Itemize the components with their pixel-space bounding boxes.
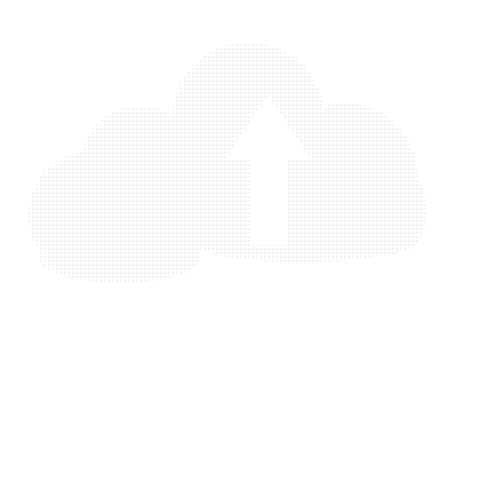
upload-arrow-icon	[226, 95, 310, 245]
